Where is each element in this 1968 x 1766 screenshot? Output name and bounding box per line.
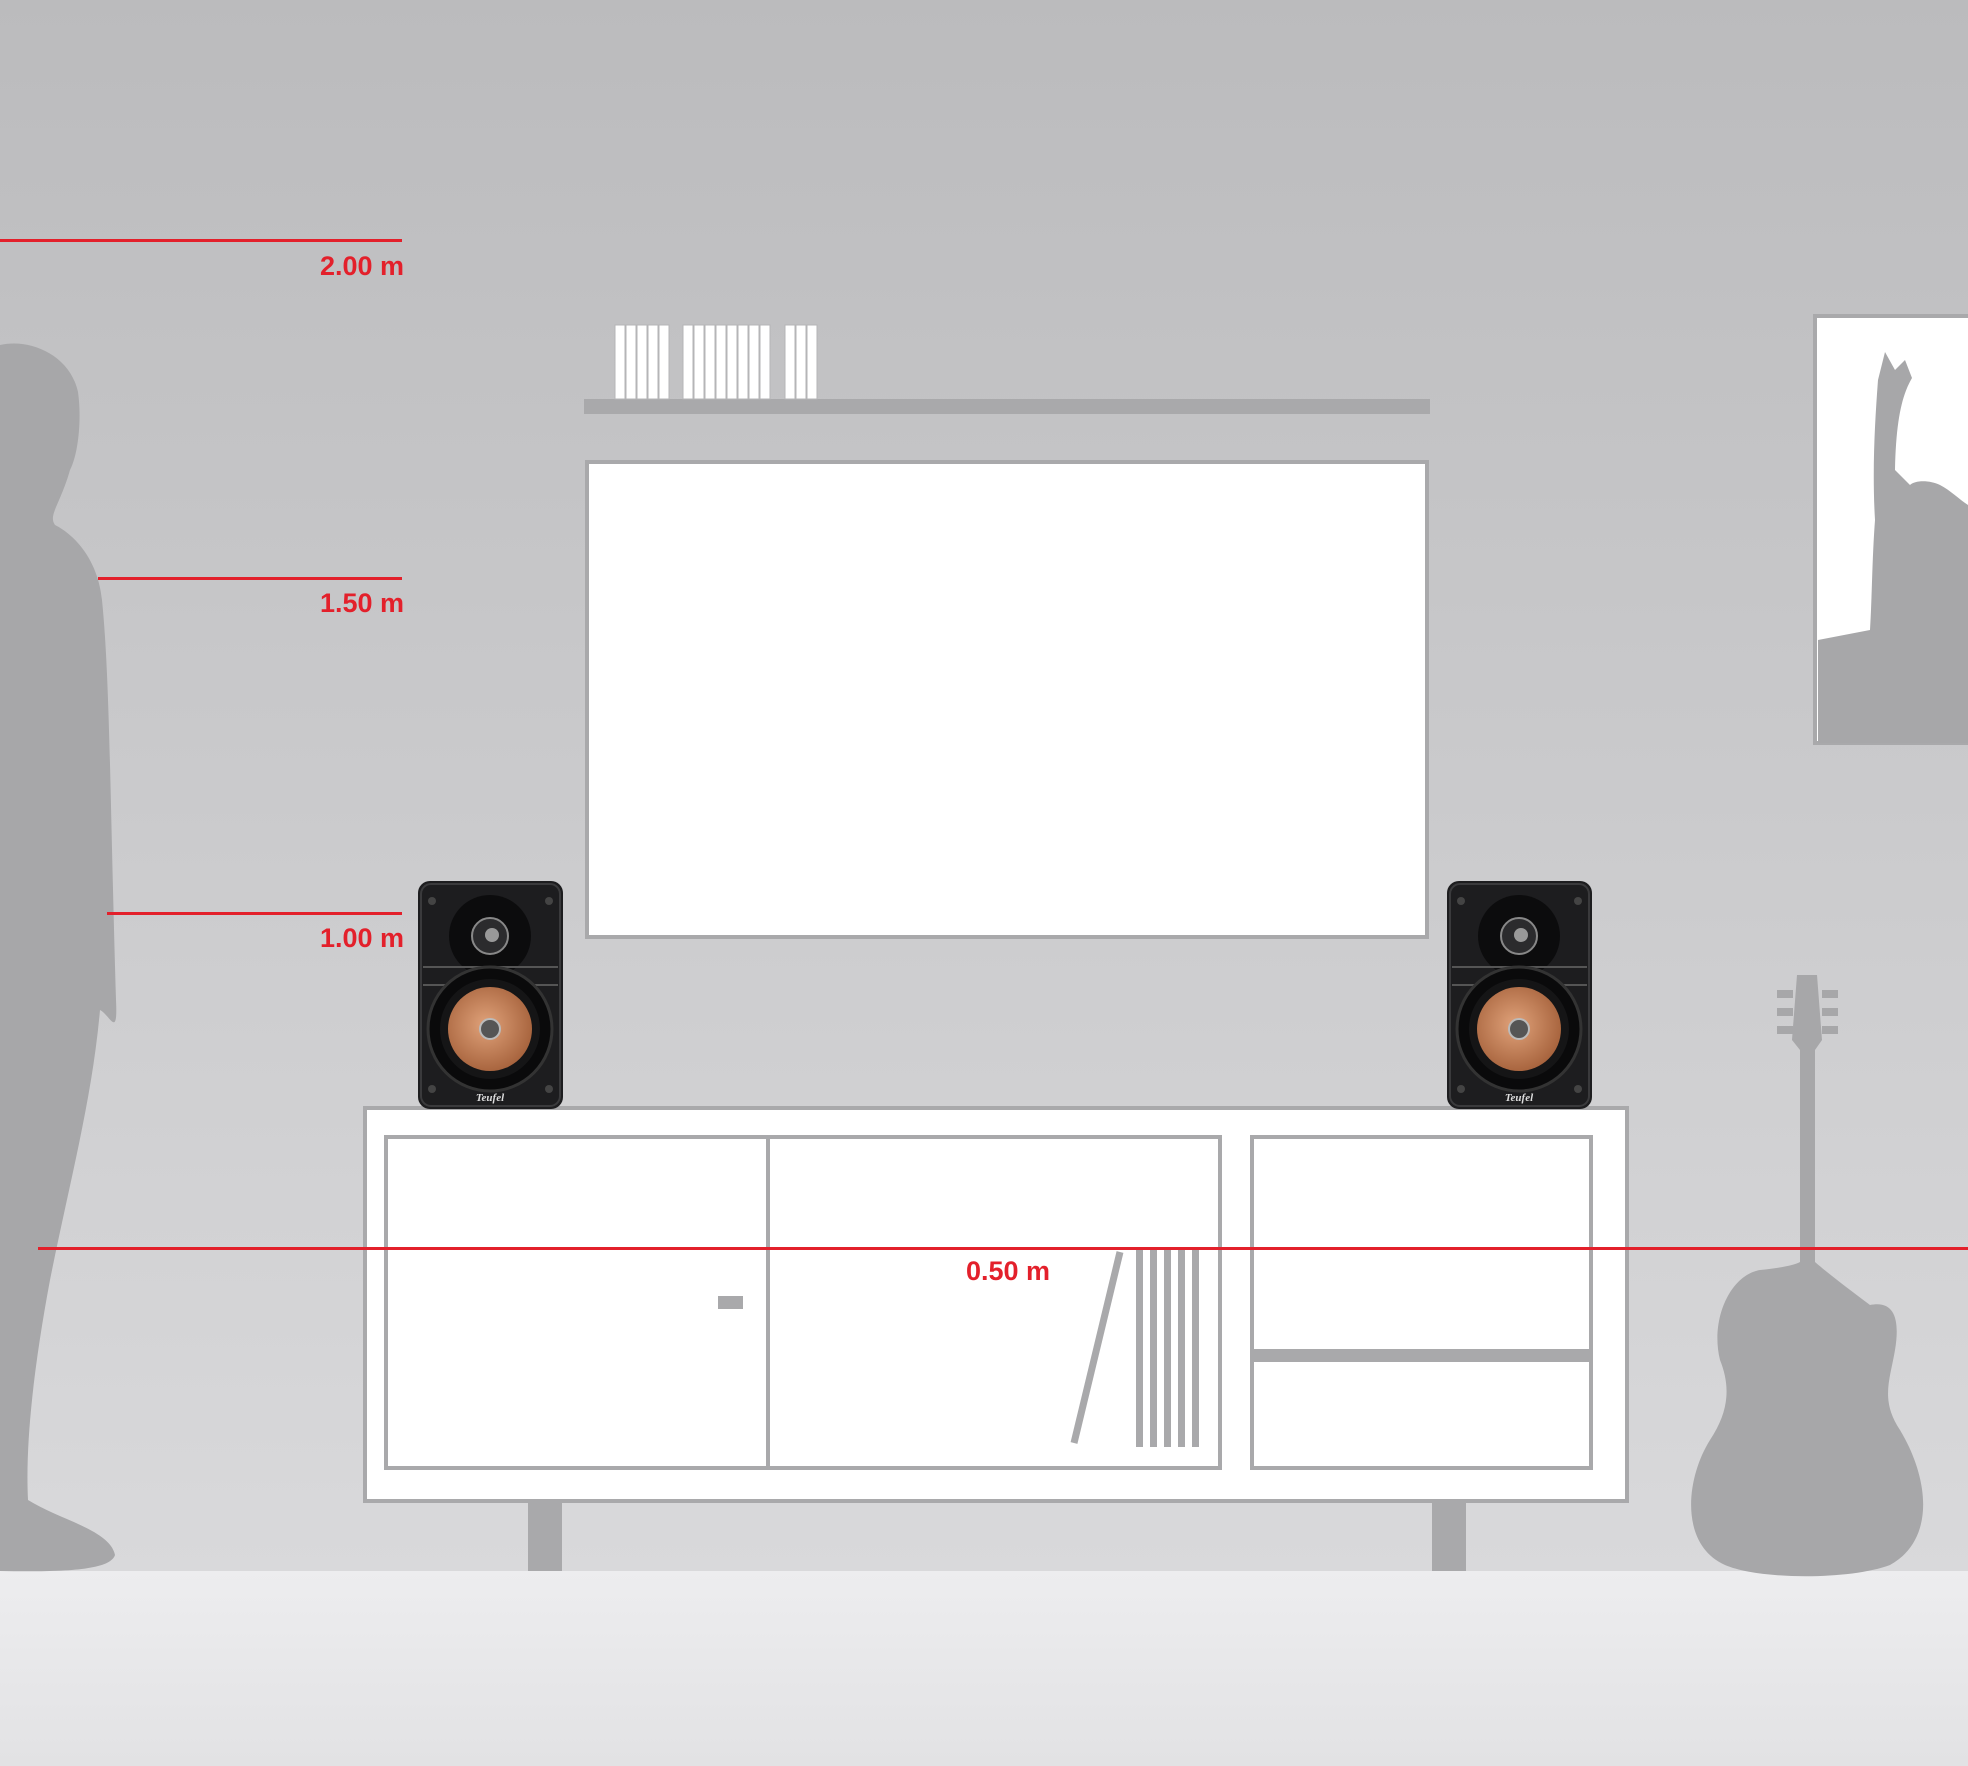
measure-line-0-50 [38, 1247, 1968, 1250]
tv-cabinet [363, 1106, 1629, 1571]
poster-silhouette-icon [1818, 352, 1968, 743]
person-silhouette-icon [0, 343, 117, 1572]
measure-line-2-00 [0, 239, 402, 242]
measure-label-0-50: 0.50 m [966, 1256, 1050, 1286]
wall-shelf [584, 324, 1430, 414]
measure-label-1-50: 1.50 m [320, 588, 404, 618]
left-speaker: Teufel [416, 879, 565, 1111]
tv-screen [585, 460, 1429, 939]
guitar-silhouette-icon [1691, 975, 1924, 1577]
measure-line-1-50 [98, 577, 402, 580]
measure-label-2-00: 2.00 m [320, 251, 404, 281]
speaker-brand-logo: Teufel [1505, 1092, 1534, 1104]
poster-frame [1813, 314, 1968, 745]
right-speaker: Teufel [1445, 879, 1594, 1111]
guitar-tuning-pegs [1777, 990, 1838, 1034]
measure-label-1-00: 1.00 m [320, 923, 404, 953]
speaker-brand-logo: Teufel [476, 1092, 505, 1104]
height-markers: 2.00 m 1.50 m 1.00 m 0.50 m [0, 239, 1968, 1286]
measure-line-1-00 [107, 912, 402, 915]
floor [0, 1571, 1968, 1766]
